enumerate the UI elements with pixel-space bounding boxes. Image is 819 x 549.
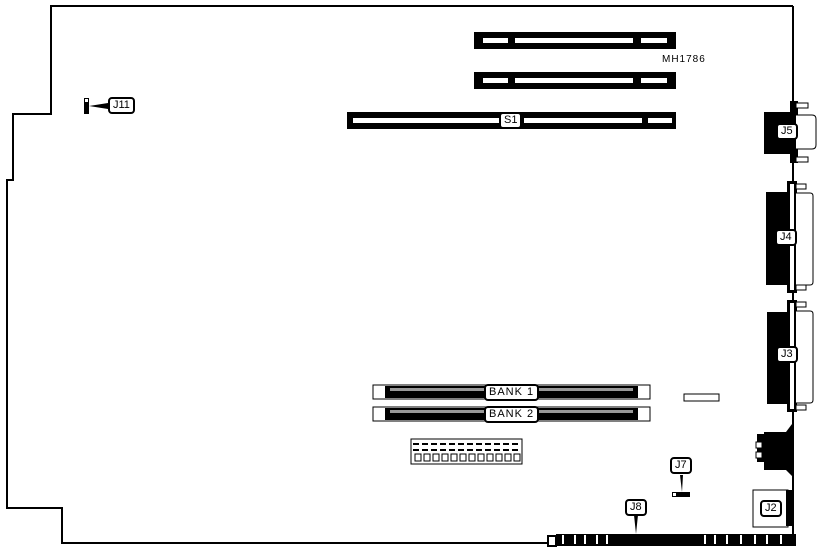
label-j11: J11 [108,97,135,114]
small-chip [683,393,720,402]
round-connector [755,424,792,476]
jumper-j11 [84,98,108,114]
label-bank1: BANK 1 [484,384,540,401]
label-j2: J2 [760,500,782,517]
label-bank2: BANK 2 [484,406,540,423]
jumper-j7 [672,475,690,497]
expansion-slot-2 [474,72,676,89]
figure-id: MH1786 [662,54,706,65]
board-outline [6,5,793,544]
pin-header-block [410,438,523,465]
label-s1: S1 [499,112,523,129]
label-j4: J4 [775,229,797,246]
label-j8: J8 [625,499,647,516]
label-j3: J3 [776,346,798,363]
label-j5: J5 [776,123,798,140]
edge-connector-j8 [547,515,796,547]
label-j7: J7 [670,457,692,474]
expansion-slot-1 [474,32,676,49]
